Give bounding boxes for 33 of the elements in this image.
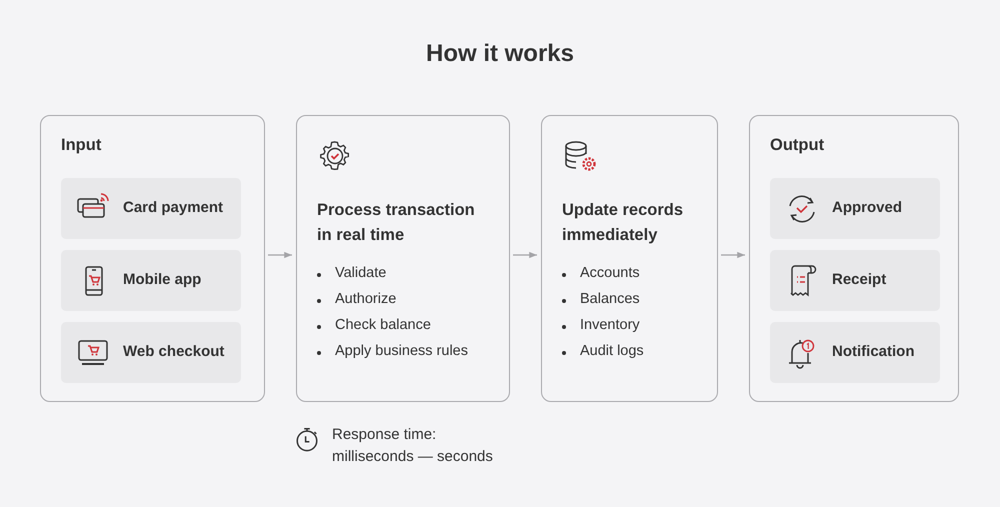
item-label: Receipt — [832, 271, 886, 288]
bullet-item: Audit logs — [580, 343, 644, 359]
panel-heading: Output — [770, 135, 824, 156]
step-heading: Process transaction in real time — [317, 200, 476, 246]
process-step-box — [296, 115, 510, 402]
bullet-item: Validate — [335, 265, 386, 281]
arrow — [721, 252, 745, 258]
step-heading: Update records immediately — [562, 200, 684, 246]
response-time-note: Response time: milliseconds — seconds — [332, 425, 494, 467]
bullet-item: Authorize — [335, 291, 396, 307]
input-item-box — [61, 178, 241, 239]
process-step-box — [541, 115, 718, 402]
input-item-box — [61, 250, 241, 311]
item-label: Card payment — [123, 199, 224, 216]
bullet-item: Check balance — [335, 317, 431, 333]
group-panel — [749, 115, 959, 402]
item-label: Mobile app — [123, 271, 202, 288]
output-item-box — [770, 322, 940, 383]
bullet-item: Balances — [580, 291, 640, 307]
diagram-title: How it works — [424, 40, 576, 68]
bullet-item: Apply business rules — [335, 343, 468, 359]
arrow — [268, 252, 292, 258]
group-panel — [40, 115, 265, 402]
input-item-box — [61, 322, 241, 383]
bullet-item: Inventory — [580, 317, 640, 333]
item-label: Web checkout — [123, 343, 224, 360]
arrow — [513, 252, 537, 258]
output-item-box — [770, 178, 940, 239]
bullet-item: Accounts — [580, 265, 640, 281]
item-label: Notification — [832, 343, 914, 360]
item-label: Approved — [832, 199, 902, 216]
output-item-box — [770, 250, 940, 311]
panel-heading: Input — [61, 135, 102, 156]
